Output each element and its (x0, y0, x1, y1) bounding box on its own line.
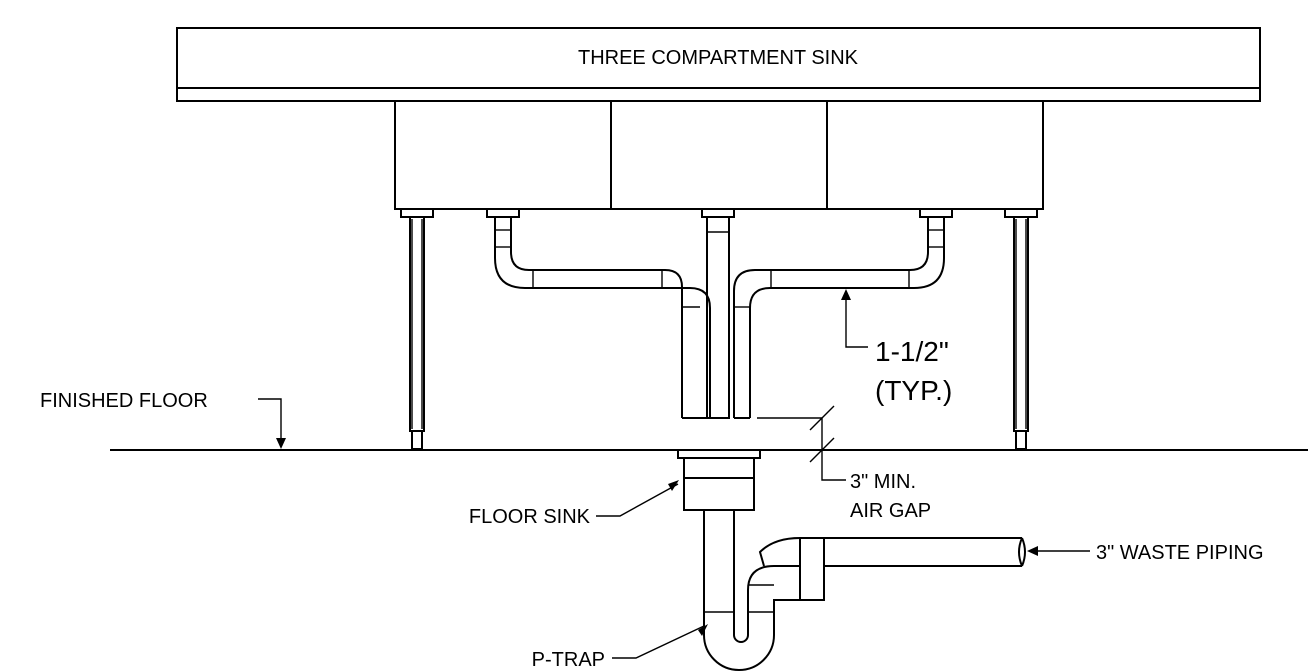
pipe-size-leader (841, 289, 868, 348)
drain-pipe-left (494, 217, 711, 419)
air-gap-label-line1: 3" MIN. (850, 471, 916, 493)
pipe-size-label: 1-1/2" (875, 336, 949, 367)
floor-sink (677, 449, 761, 511)
air-gap-dimension (757, 405, 846, 481)
sink-leg-right (1004, 208, 1038, 450)
sink-title: THREE COMPARTMENT SINK (578, 47, 859, 69)
floor-sink-label: FLOOR SINK (469, 506, 591, 528)
waste-piping-label: 3" WASTE PIPING (1096, 542, 1264, 564)
drain-pipe-right (733, 217, 945, 419)
p-trap (703, 510, 800, 671)
finished-floor-label: FINISHED FLOOR (40, 390, 208, 412)
p-trap-leader (612, 624, 708, 659)
drain-pipe-center (706, 216, 730, 419)
waste-piping (758, 537, 1026, 601)
finished-floor-leader (258, 398, 286, 449)
sink-compartments (394, 100, 1044, 210)
p-trap-label: P-TRAP (532, 649, 605, 671)
air-gap-label-line2: AIR GAP (850, 500, 931, 522)
pipe-size-typ-label: (TYP.) (875, 375, 952, 406)
drain-outlets (486, 208, 953, 218)
waste-piping-leader (1027, 546, 1090, 556)
floor-sink-leader (596, 480, 679, 517)
sink-leg-left (400, 208, 434, 450)
